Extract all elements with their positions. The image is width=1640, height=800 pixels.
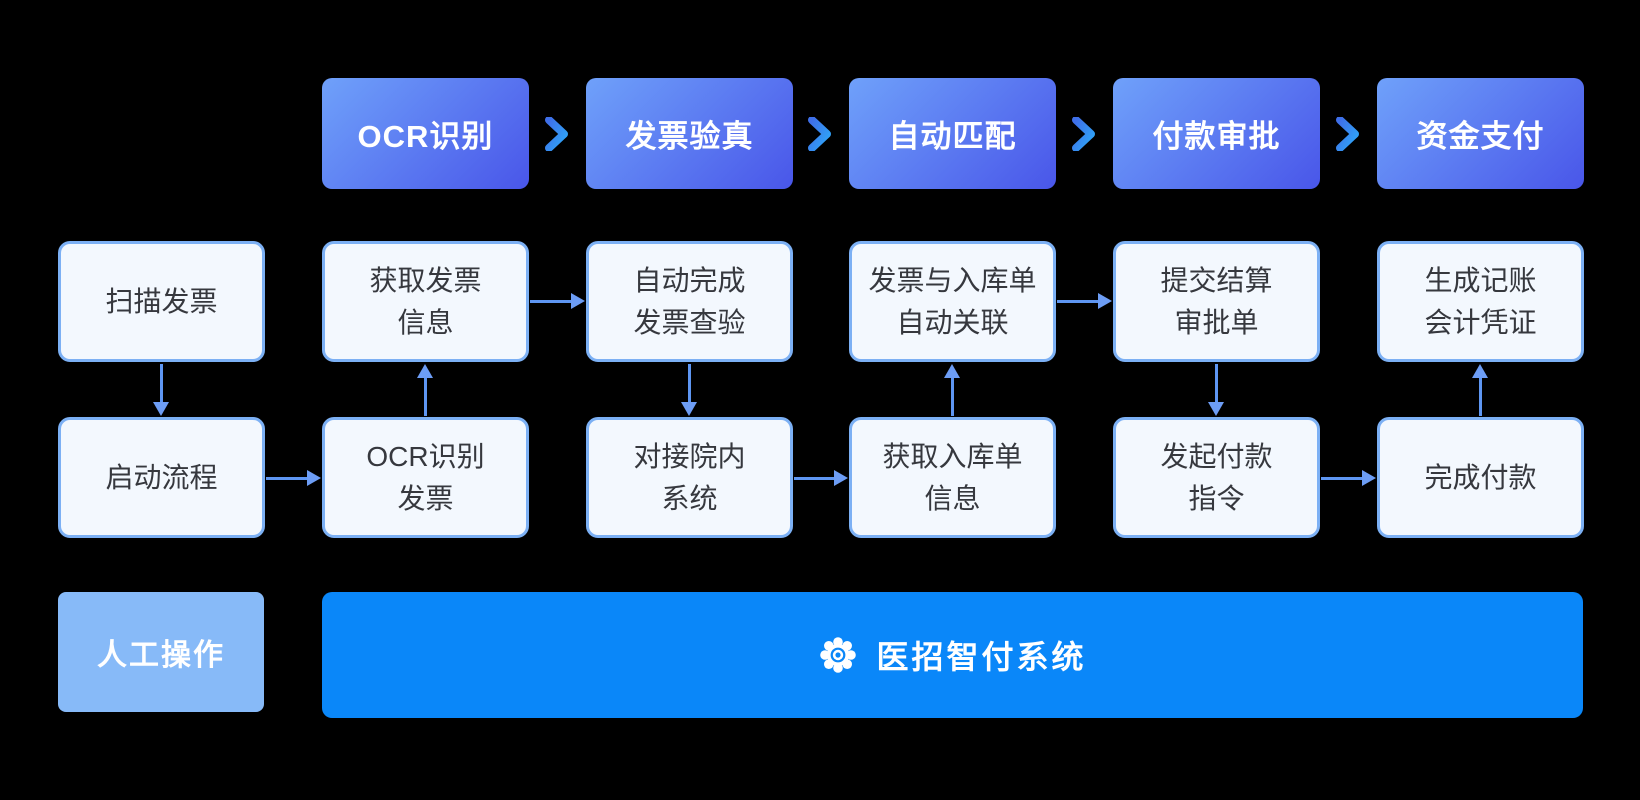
stage-auto-matching: 自动匹配: [849, 78, 1056, 189]
arrow-scan-to-start: [152, 364, 170, 416]
chevron-right-icon: [1056, 78, 1113, 189]
step-label: 生成记账 会计凭证: [1424, 264, 1537, 338]
step-label: 发起付款 指令: [1160, 440, 1273, 514]
stage-label: 发票验真: [625, 119, 754, 154]
step-label: 提交结算 审批单: [1160, 264, 1273, 338]
system-bar: 医招智付系统: [322, 592, 1583, 718]
step-label: 启动流程: [105, 461, 218, 493]
chevron-right-icon: [529, 78, 586, 189]
arrow-hospital-to-receipt-info: [794, 469, 848, 487]
step-generate-voucher: 生成记账 会计凭证: [1377, 241, 1584, 362]
arrow-settlement-to-initiate: [1207, 364, 1225, 416]
step-label: 获取入库单 信息: [882, 440, 1023, 514]
step-start-process: 启动流程: [58, 417, 265, 538]
step-submit-settlement: 提交结算 审批单: [1113, 241, 1320, 362]
step-scan-invoice: 扫描发票: [58, 241, 265, 362]
step-get-invoice-info: 获取发票 信息: [322, 241, 529, 362]
step-label: 获取发票 信息: [369, 264, 482, 338]
stage-ocr-recognition: OCR识别: [322, 78, 529, 189]
arrow-payment-to-voucher: [1471, 364, 1489, 416]
arrow-receipt-info-to-link: [943, 364, 961, 416]
stage-label: 自动匹配: [888, 119, 1017, 154]
legend-manual-label: 人工操作: [97, 639, 225, 672]
legend-manual-operation: 人工操作: [58, 592, 264, 712]
arrow-initiate-to-complete: [1321, 469, 1376, 487]
stage-payment-approval: 付款审批: [1113, 78, 1320, 189]
arrow-start-to-ocr: [266, 469, 321, 487]
chevron-right-icon: [1320, 78, 1377, 189]
step-complete-payment: 完成付款: [1377, 417, 1584, 538]
arrow-ocr-to-invoice-info: [416, 364, 434, 416]
step-auto-invoice-check: 自动完成 发票查验: [586, 241, 793, 362]
step-label: 对接院内 系统: [633, 440, 746, 514]
step-ocr-invoice: OCR识别 发票: [322, 417, 529, 538]
system-bar-label: 医招智付系统: [876, 639, 1087, 675]
stage-label: 资金支付: [1416, 119, 1545, 154]
step-hospital-system: 对接院内 系统: [586, 417, 793, 538]
chevron-right-icon: [793, 78, 849, 189]
stage-invoice-verification: 发票验真: [586, 78, 793, 189]
gear-icon: [820, 637, 857, 673]
step-invoice-receipt-link: 发票与入库单 自动关联: [849, 241, 1056, 362]
stage-label: OCR识别: [357, 119, 494, 154]
arrow-invoice-info-to-check: [530, 292, 585, 310]
step-label: 发票与入库单 自动关联: [868, 264, 1037, 338]
step-initiate-payment: 发起付款 指令: [1113, 417, 1320, 538]
step-label: 扫描发票: [105, 285, 218, 317]
arrow-link-to-settlement: [1057, 292, 1112, 310]
step-label: OCR识别 发票: [366, 440, 485, 514]
stage-fund-payment: 资金支付: [1377, 78, 1584, 189]
arrow-check-to-hospital-system: [680, 364, 698, 416]
step-label: 自动完成 发票查验: [633, 264, 746, 338]
stage-label: 付款审批: [1152, 119, 1281, 154]
step-label: 完成付款: [1424, 461, 1537, 493]
step-get-receipt-info: 获取入库单 信息: [849, 417, 1056, 538]
